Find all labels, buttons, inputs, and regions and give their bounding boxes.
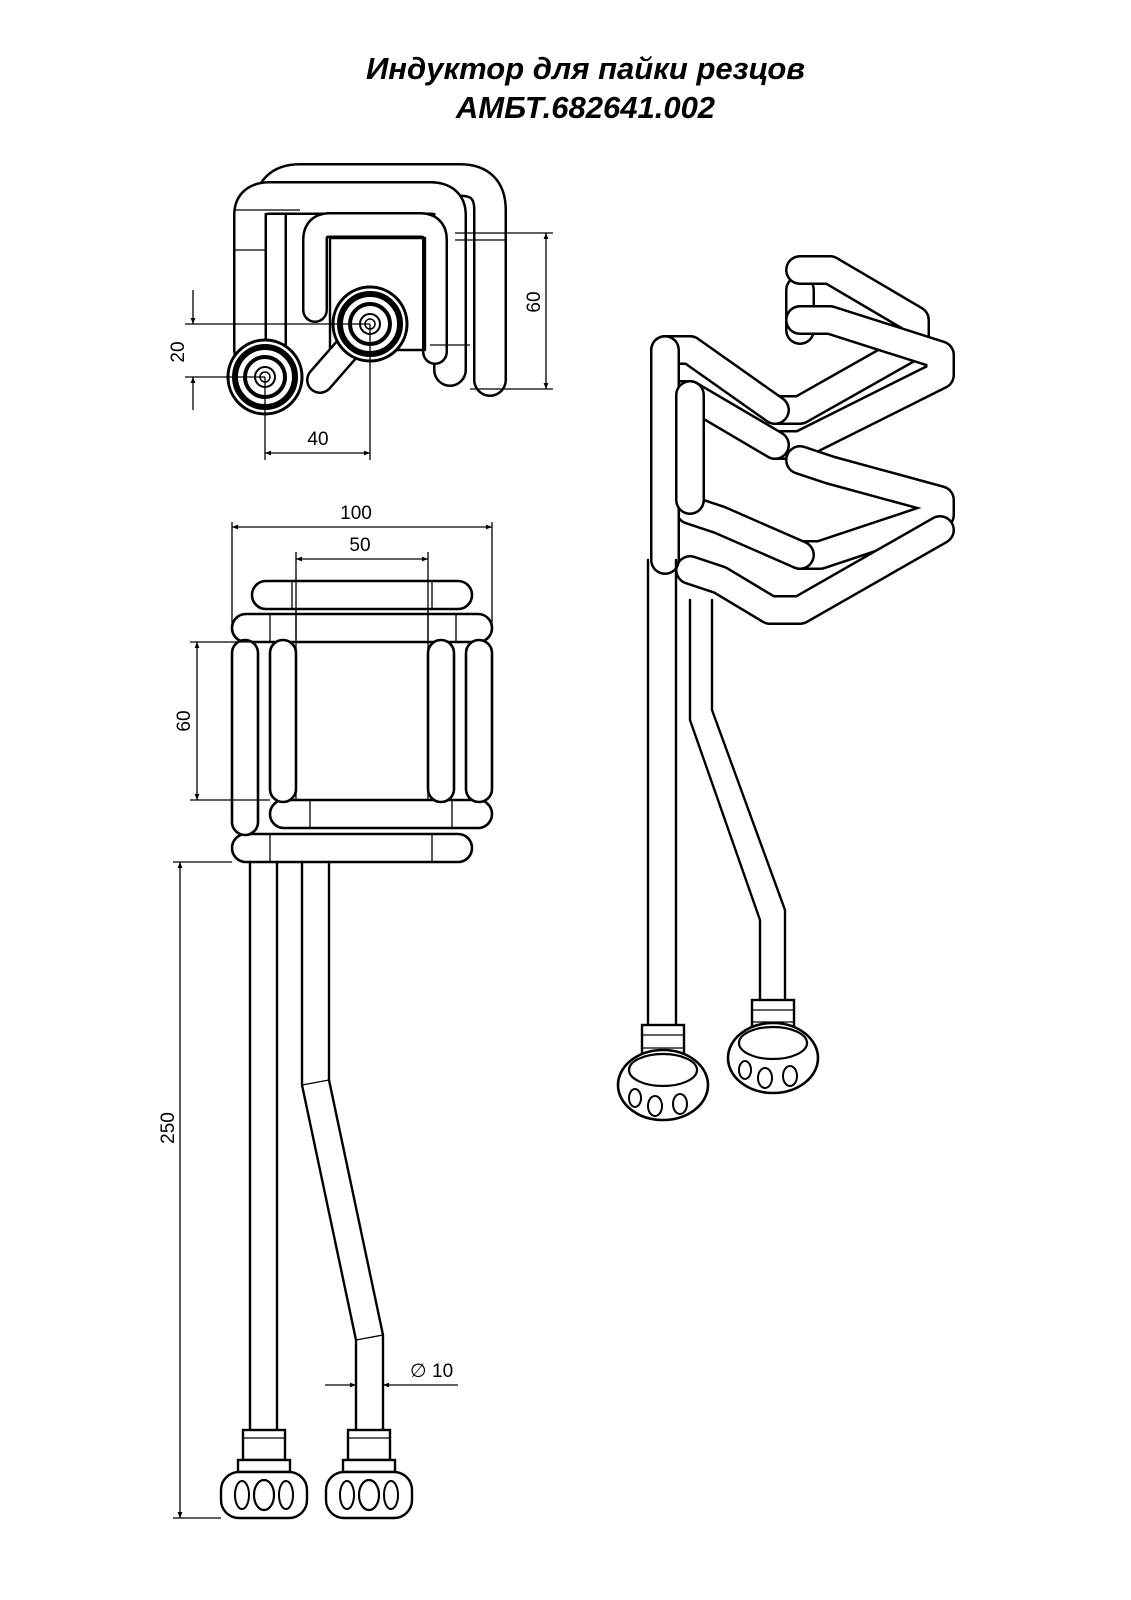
dim-lead-length: 250 [158,1112,179,1144]
front-fitting-right [324,1428,414,1520]
front-view: 100 50 60 250 ∅ 10 [158,503,494,1520]
dim-diameter: 10 [432,1361,453,1382]
dim-inner-width: 50 [349,535,370,556]
iso-fitting-left [616,1023,710,1122]
dim-top-height: 60 [524,291,545,312]
iso-fitting-right [726,998,820,1095]
diameter-symbol: ∅ [410,1361,427,1382]
drawing-number: АМБТ.682641.002 [455,90,716,125]
isometric-view [616,255,955,1122]
dim-outer-width: 100 [340,503,372,524]
dim-top-offset: 20 [168,341,189,362]
dim-inner-height: 60 [174,710,195,731]
front-fitting-left [219,1428,309,1520]
top-view: 60 20 40 [168,163,553,460]
dim-top-spacing: 40 [307,429,328,450]
drawing-title: Индуктор для пайки резцов [366,51,805,86]
